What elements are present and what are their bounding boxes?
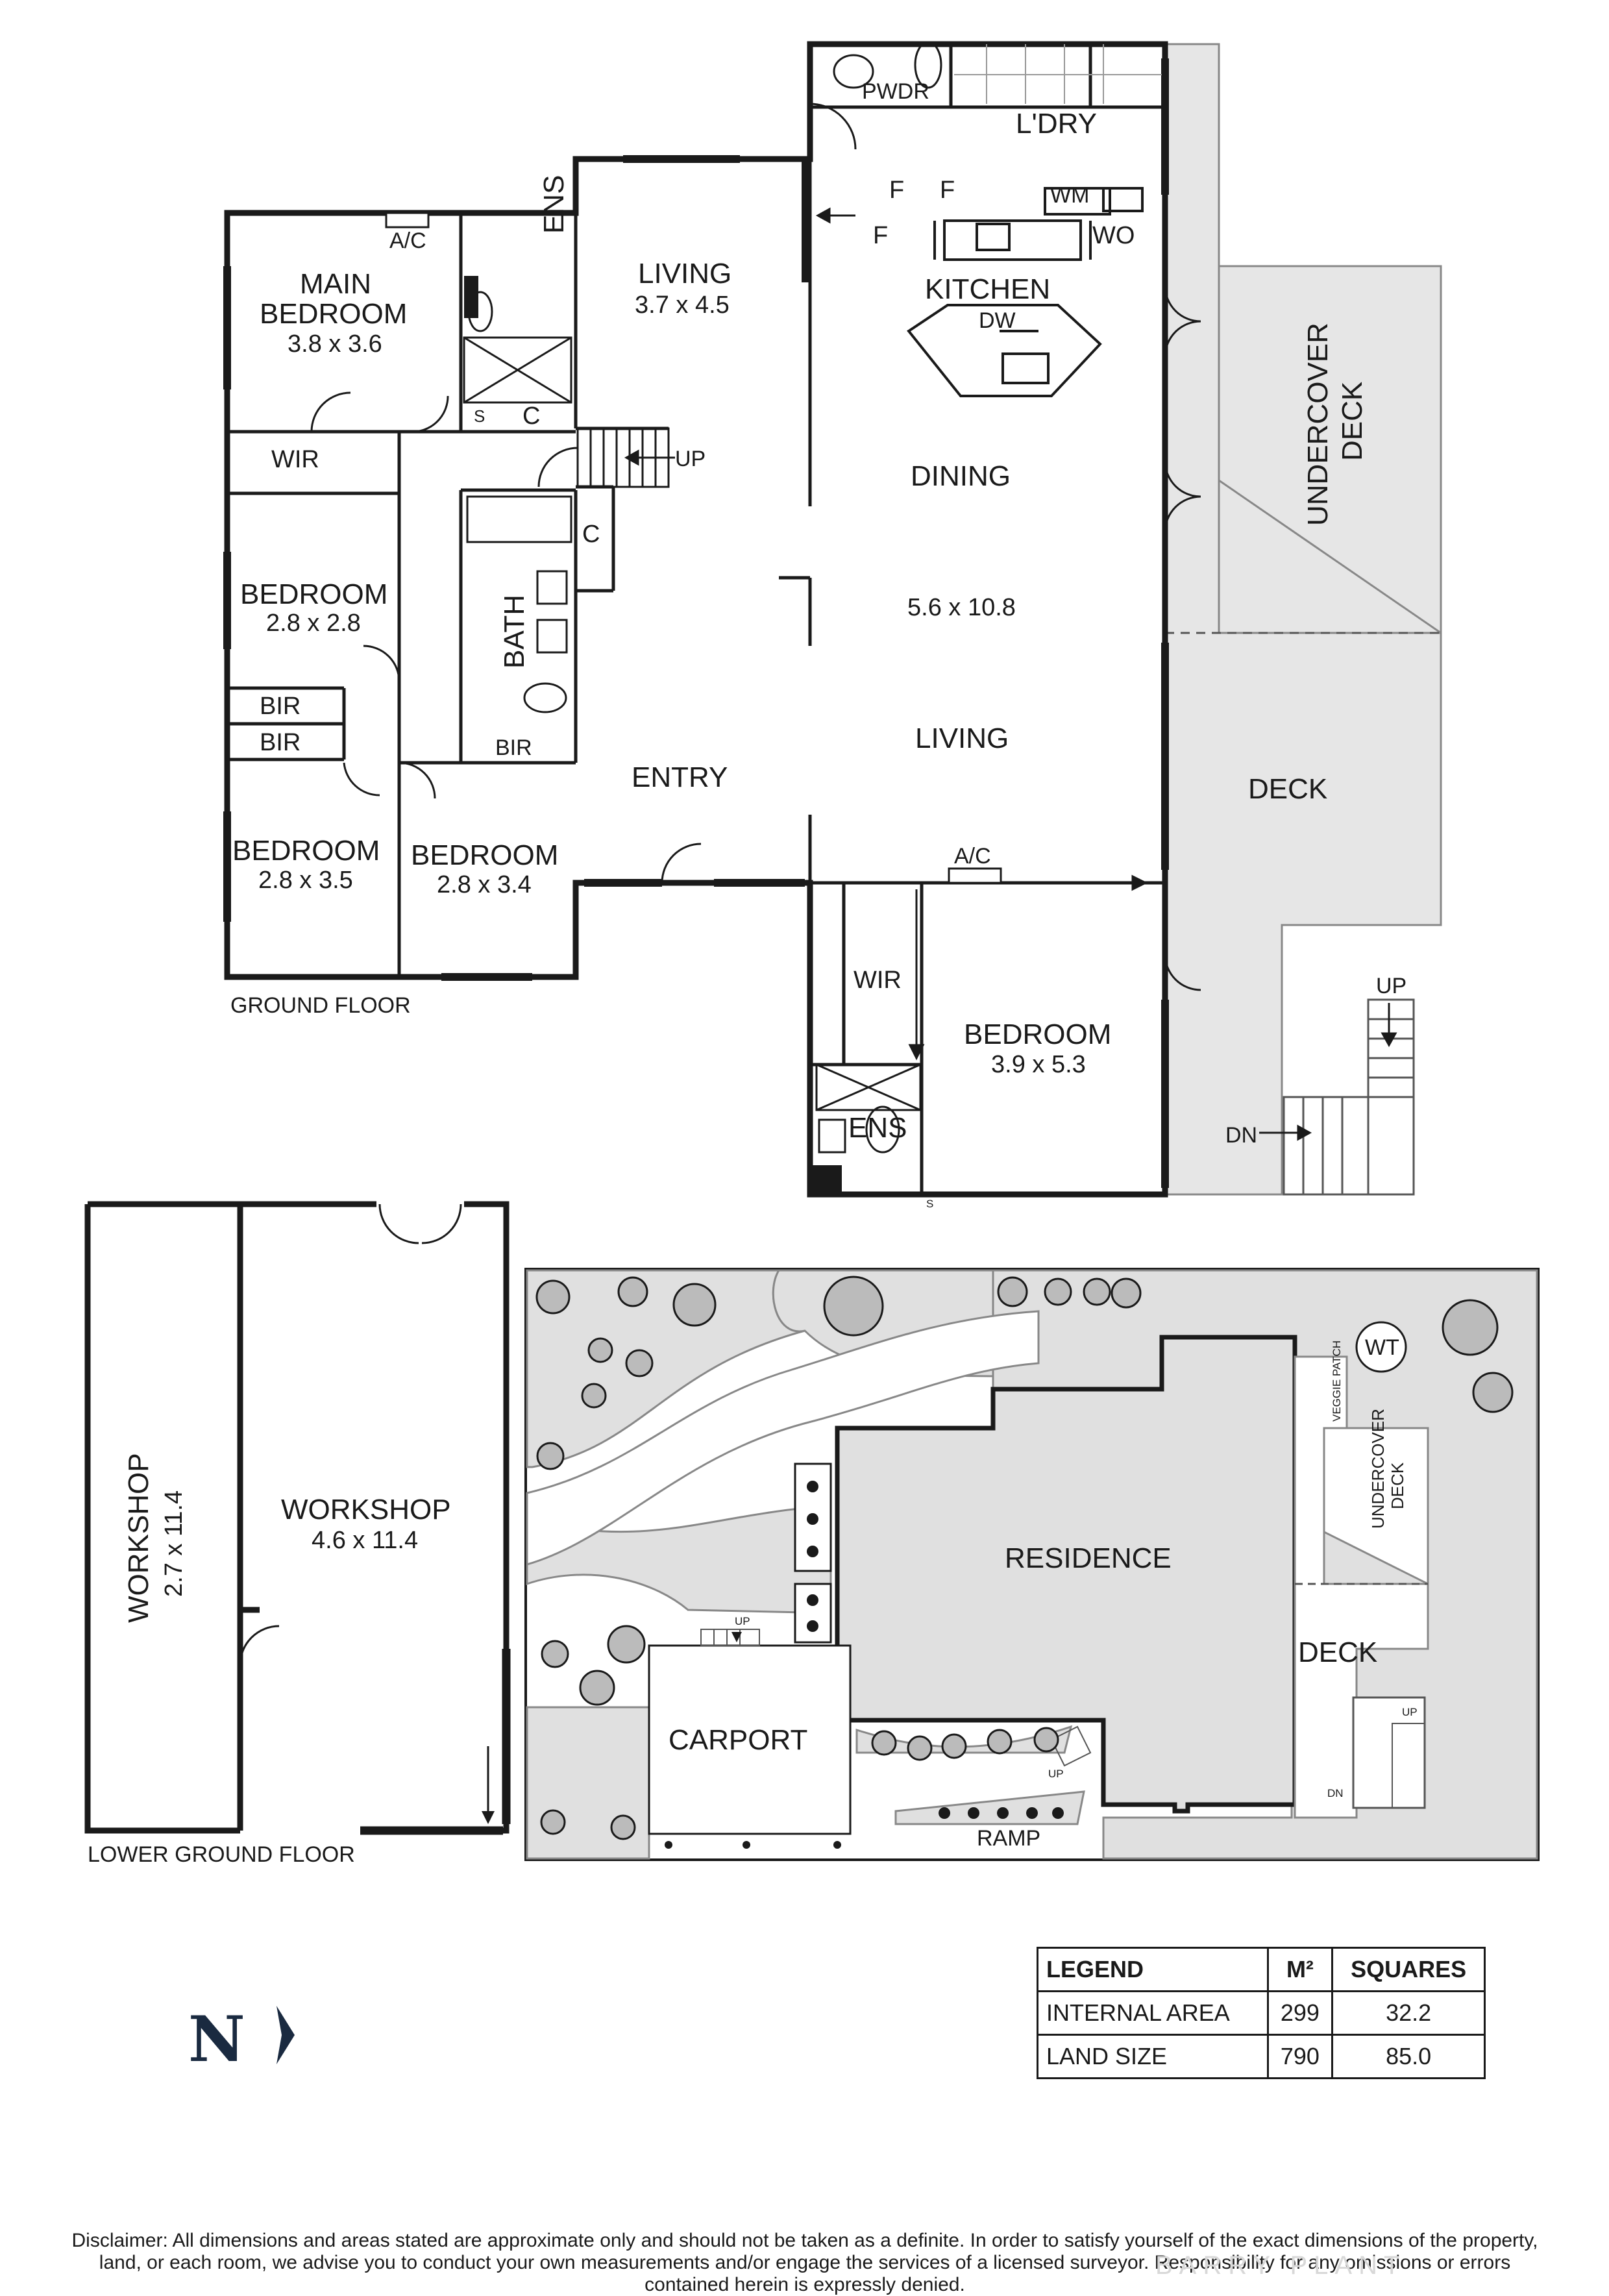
- bedroom2-dim: 2.8 x 3.5: [258, 867, 353, 894]
- watermark-logo: BARRY PLANT: [1155, 2251, 1406, 2280]
- kitchen-label: KITCHEN: [925, 273, 1050, 305]
- bedroom4-label: BEDROOM: [964, 1018, 1111, 1050]
- wall-block: [802, 159, 810, 282]
- bir-label-2: BIR: [260, 729, 301, 756]
- fridge-label-2: F: [940, 177, 955, 204]
- windows: [223, 58, 1169, 1188]
- fridge-label-1: F: [889, 177, 904, 204]
- c-label-2: C: [582, 521, 600, 548]
- residence-label: RESIDENCE: [1005, 1542, 1172, 1574]
- up-label-2: UP: [1376, 974, 1406, 998]
- dw-label: DW: [979, 308, 1016, 333]
- ac-label-2: A/C: [954, 844, 991, 869]
- workshop2-dim: 4.6 x 11.4: [312, 1527, 418, 1554]
- legend-row-squares: 32.2: [1331, 1990, 1486, 2036]
- deck-stairs: [1283, 998, 1415, 1196]
- legend-row-label: INTERNAL AREA: [1037, 1990, 1269, 2036]
- workshop2-label: WORKSHOP: [281, 1494, 451, 1525]
- powder-fixtures: [833, 41, 942, 89]
- dn-label: DN: [1225, 1123, 1257, 1148]
- workshop1-label: WORKSHOP: [123, 1453, 154, 1623]
- site-plan: WT VEGGIE PATCH UNDERCOVER DECK RESIDENC…: [524, 1268, 1540, 1861]
- legend-table: LEGEND M² SQUARES INTERNAL AREA 299 32.2…: [1037, 1947, 1486, 2079]
- laundry-label: L'DRY: [1016, 108, 1097, 140]
- legend-row-m2: 790: [1266, 2034, 1334, 2079]
- legend-row: LAND SIZE 790 85.0: [1037, 2034, 1486, 2079]
- bathroom-fixtures: [463, 291, 922, 1154]
- ac-label-1: A/C: [389, 228, 426, 253]
- fridge-label-3: F: [873, 222, 888, 249]
- pwdr-label: PWDR: [862, 79, 929, 104]
- bir-label-3: BIR: [495, 735, 532, 760]
- main-bedroom-label-1: MAIN: [300, 268, 371, 300]
- site-undercover-label-1: UNDERCOVER: [1368, 1409, 1388, 1529]
- residence-footprint: [835, 1335, 1297, 1814]
- wt-label: WT: [1365, 1335, 1399, 1360]
- dining-living-dim: 5.6 x 10.8: [907, 594, 1016, 621]
- legend-header-label: LEGEND: [1037, 1947, 1269, 1992]
- legend-header-squares: SQUARES: [1331, 1947, 1486, 1992]
- site-up-label-3: UP: [1402, 1706, 1418, 1718]
- kitchen-fittings: [907, 187, 1144, 397]
- living-upper-dim: 3.7 x 4.5: [635, 291, 730, 319]
- workshop1-dim: 2.7 x 11.4: [160, 1490, 188, 1597]
- bedroom3-label: BEDROOM: [411, 839, 558, 871]
- bedroom1-dim: 2.8 x 2.8: [266, 610, 361, 637]
- bedroom4-dim: 3.9 x 5.3: [991, 1051, 1086, 1078]
- arrows: [624, 207, 1397, 1141]
- site-dn-label: DN: [1327, 1787, 1344, 1799]
- site-undercover-label-2: DECK: [1388, 1462, 1407, 1509]
- undercover-deck-label-2: DECK: [1336, 382, 1368, 461]
- undercover-deck-label-1: UNDERCOVER: [1302, 323, 1334, 526]
- entry-label: ENTRY: [632, 761, 728, 793]
- legend-header-m2: M²: [1266, 1947, 1334, 1992]
- ramp-label: RAMP: [977, 1826, 1040, 1851]
- ens-label-2: ENS: [848, 1112, 907, 1144]
- main-bedroom-dim: 3.8 x 3.6: [288, 330, 382, 358]
- veggie-patch-label: VEGGIE PATCH: [1331, 1340, 1343, 1422]
- legend-row-label: LAND SIZE: [1037, 2034, 1269, 2079]
- lower-ground-floor: WORKSHOP 2.7 x 11.4 WORKSHOP 4.6 x 11.4 …: [84, 1201, 511, 1867]
- up-label-1: UP: [675, 447, 706, 471]
- legend-row: INTERNAL AREA 299 32.2: [1037, 1990, 1486, 2036]
- living-label: LIVING: [915, 722, 1009, 754]
- trees: [535, 1276, 1514, 1840]
- s-label-2: S: [926, 1198, 933, 1210]
- legend-header-row: LEGEND M² SQUARES: [1037, 1947, 1486, 1992]
- s-label-1: S: [474, 406, 485, 426]
- wir-label-2: WIR: [854, 967, 902, 994]
- site-up-label-1: UP: [735, 1615, 750, 1627]
- living-upper-label: LIVING: [638, 258, 731, 290]
- c-label-1: C: [522, 402, 540, 430]
- carport-label: CARPORT: [669, 1724, 807, 1756]
- wm-label: WM: [1050, 183, 1089, 208]
- wall-block: [464, 276, 478, 318]
- bedroom2-label: BEDROOM: [232, 835, 380, 867]
- ground-floor-walls: [224, 41, 1168, 1198]
- bedroom3-dim: 2.8 x 3.4: [437, 871, 532, 898]
- laundry-tiles: [954, 44, 1162, 104]
- dining-label: DINING: [911, 460, 1011, 492]
- bir-label-1: BIR: [260, 693, 301, 720]
- ens-label-1: ENS: [538, 175, 570, 234]
- bedroom1-label: BEDROOM: [240, 578, 387, 610]
- legend-row-m2: 299: [1266, 1990, 1334, 2036]
- site-deck-label: DECK: [1298, 1636, 1377, 1668]
- deck-label: DECK: [1248, 773, 1327, 805]
- lower-ground-floor-label: LOWER GROUND FLOOR: [88, 1842, 355, 1867]
- main-bedroom-label-2: BEDROOM: [260, 298, 407, 330]
- ground-floor: PWDR L'DRY WM WO F F F KITCHEN DW MAIN B…: [223, 41, 1442, 1210]
- wir-label-1: WIR: [271, 446, 319, 473]
- north-label: N: [188, 2003, 245, 2076]
- wo-label: WO: [1092, 222, 1135, 249]
- north-arrow-icon: [276, 2006, 295, 2064]
- bath-label: BATH: [498, 595, 530, 669]
- legend-row-squares: 85.0: [1331, 2034, 1486, 2079]
- wall-block: [813, 1165, 842, 1194]
- ground-floor-label: GROUND FLOOR: [230, 993, 411, 1018]
- site-up-label-2: UP: [1048, 1768, 1064, 1780]
- doors: [310, 103, 1201, 991]
